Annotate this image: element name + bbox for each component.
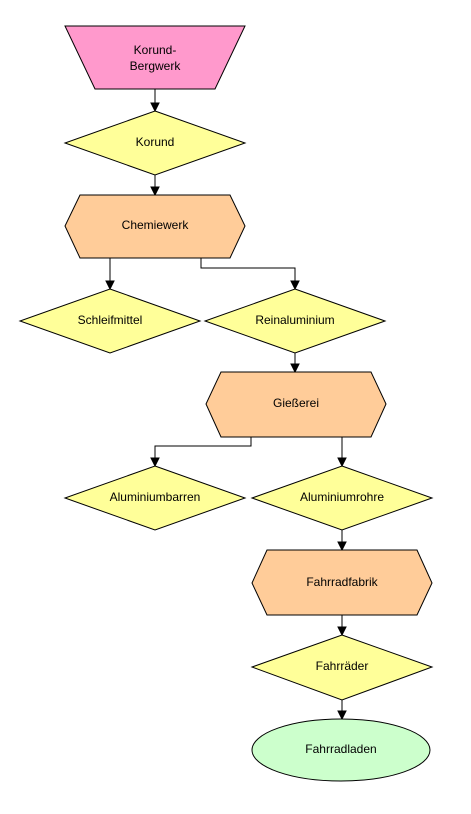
node-fahrradladen[interactable]: Fahrradladen bbox=[251, 718, 431, 782]
arrowhead bbox=[337, 710, 347, 721]
node-fahrraeder[interactable]: Fahrräder bbox=[250, 634, 434, 701]
node-giesserei[interactable]: Gießerei bbox=[205, 371, 387, 438]
node-label: Reinaluminium bbox=[255, 313, 334, 327]
node-reinaluminium[interactable]: Reinaluminium bbox=[203, 288, 387, 354]
nodes: Korund- Bergwerk Korund Chemiewerk Schle… bbox=[18, 25, 434, 782]
node-label: Fahrräder bbox=[316, 659, 369, 673]
diamond-shape bbox=[63, 465, 247, 531]
trapezoid-shape bbox=[64, 25, 246, 90]
edge-giesserei-aluminiumbarren bbox=[154, 437, 252, 459]
arrowhead bbox=[105, 280, 115, 291]
node-fahrradfabrik[interactable]: Fahrradfabrik bbox=[251, 549, 433, 616]
node-label: Aluminiumrohre bbox=[300, 490, 384, 504]
diamond-shape bbox=[18, 288, 202, 354]
diamond-shape bbox=[250, 465, 434, 531]
node-label: Schleifmittel bbox=[78, 313, 143, 327]
edges bbox=[105, 89, 347, 721]
arrowhead bbox=[290, 280, 300, 291]
arrowhead bbox=[150, 186, 160, 197]
diamond-shape bbox=[203, 288, 387, 354]
node-korund[interactable]: Korund bbox=[63, 110, 247, 176]
node-label: Korund bbox=[136, 135, 175, 149]
ellipse-shape bbox=[251, 718, 431, 782]
node-label: Fahrradfabrik bbox=[306, 575, 378, 589]
arrowhead bbox=[150, 457, 160, 468]
node-label-line1: Korund- bbox=[134, 43, 177, 57]
node-aluminiumbarren[interactable]: Aluminiumbarren bbox=[63, 465, 247, 531]
arrowhead bbox=[290, 363, 300, 374]
arrowhead bbox=[337, 541, 347, 552]
node-label: Chemiewerk bbox=[122, 218, 190, 232]
hexagon-shape bbox=[205, 371, 387, 438]
node-label: Gießerei bbox=[273, 396, 319, 410]
diamond-shape bbox=[250, 634, 434, 701]
diamond-shape bbox=[63, 110, 247, 176]
node-label: Fahrradladen bbox=[305, 742, 376, 756]
hexagon-shape bbox=[251, 549, 433, 616]
arrowhead bbox=[337, 626, 347, 637]
arrowhead bbox=[150, 102, 160, 113]
node-korund-bergwerk[interactable]: Korund- Bergwerk bbox=[64, 25, 246, 90]
arrowhead bbox=[337, 457, 347, 468]
node-schleifmittel[interactable]: Schleifmittel bbox=[18, 288, 202, 354]
node-aluminiumrohre[interactable]: Aluminiumrohre bbox=[250, 465, 434, 531]
edge-chemiewerk-reinaluminium bbox=[200, 258, 296, 282]
node-chemiewerk[interactable]: Chemiewerk bbox=[64, 194, 246, 259]
node-label: Aluminiumbarren bbox=[110, 490, 201, 504]
hexagon-shape bbox=[64, 194, 246, 259]
node-label-line2: Bergwerk bbox=[130, 59, 182, 73]
